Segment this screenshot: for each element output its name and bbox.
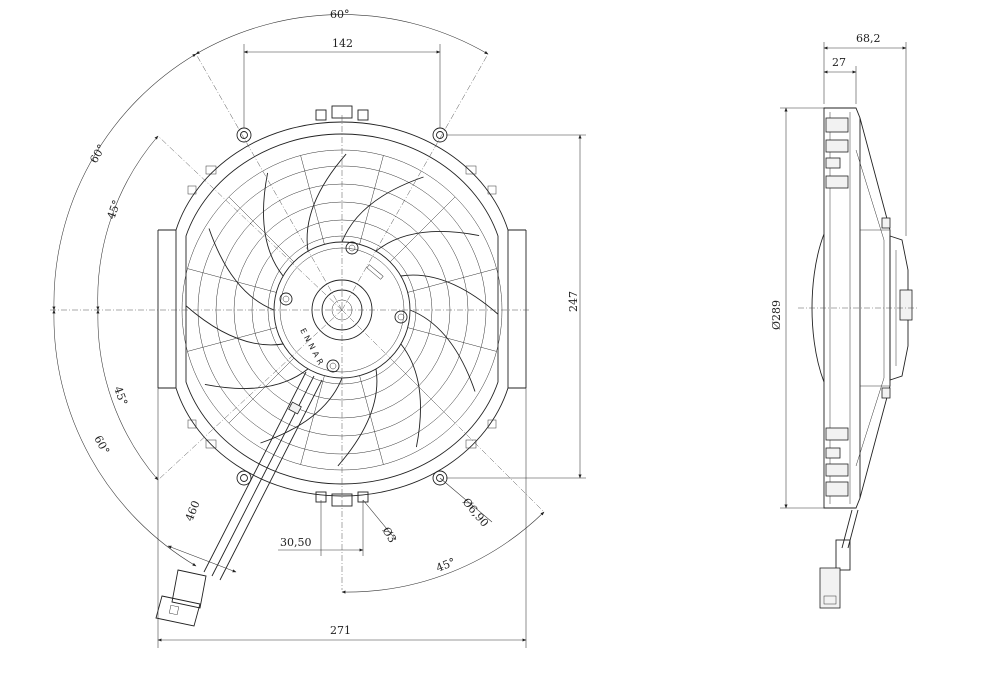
dim-angle-left-upper-45: 45° — [105, 198, 124, 221]
dim-overall-depth: 68,2 — [856, 32, 881, 45]
guard-spoke — [389, 196, 456, 263]
dim-tab-spacing: 30,50 — [280, 536, 312, 549]
fan-blade — [306, 153, 347, 252]
guard-spoke — [407, 268, 497, 293]
dim-small-hole-dia: Ø3 — [379, 525, 399, 545]
guard-spoke — [359, 155, 384, 245]
guard-spoke — [228, 357, 295, 424]
dimension-labels: 60° 142 60° 45° 45° 60° 247 460 30,50 Ø3… — [87, 8, 580, 637]
side-cable — [819, 509, 859, 609]
dim-hole-spacing-top: 142 — [332, 37, 353, 50]
fan-blades — [185, 153, 499, 467]
fan-blade — [185, 305, 284, 346]
dim-height-holes: 247 — [567, 291, 580, 312]
connector — [155, 569, 207, 627]
fan-blade — [409, 309, 476, 392]
dimension-lines — [52, 14, 586, 648]
guard-spoke — [407, 327, 497, 352]
fan-blade — [375, 231, 480, 252]
guard-spoke — [187, 268, 277, 293]
fan-blade — [400, 274, 499, 315]
dim-frame-depth: 27 — [832, 56, 846, 69]
side-dimension-lines — [780, 42, 907, 509]
dim-angle-left-lower-60: 60° — [91, 433, 112, 456]
guard-spoke — [300, 155, 325, 245]
dim-angle-bottom-right: 45° — [434, 555, 457, 574]
fan-blade — [400, 343, 421, 448]
mount-hole — [236, 127, 252, 143]
dim-angle-top: 60° — [330, 8, 350, 21]
dim-mount-hole-dia: Ø6,90 — [460, 496, 492, 530]
side-dimension-labels: 68,2 27 Ø289 — [770, 32, 881, 330]
hub-screw — [394, 310, 408, 324]
fan-blade — [263, 172, 284, 277]
power-cable — [203, 371, 323, 581]
dim-diameter: Ø289 — [770, 300, 783, 330]
hub-screw — [279, 292, 293, 306]
fan-blade — [204, 368, 309, 389]
hub-screw — [345, 241, 359, 255]
hub-screw — [326, 359, 340, 373]
side-motor — [798, 235, 918, 381]
fan-blade — [341, 176, 424, 243]
guard-spoke — [359, 375, 384, 465]
side-view: 68,2 27 Ø289 — [770, 32, 918, 609]
mount-hole — [236, 470, 252, 486]
guard-spoke — [228, 196, 295, 263]
dim-cable-length: 460 — [183, 499, 203, 523]
guard-spoke — [300, 375, 325, 465]
dim-angle-left-lower-45: 45° — [111, 385, 130, 408]
front-view: ENNAR — [50, 8, 586, 648]
dim-overall-width: 271 — [330, 624, 351, 637]
fan-blade — [208, 228, 275, 311]
fan-blade — [260, 377, 343, 444]
fan-blade — [337, 368, 378, 467]
mount-hole — [432, 127, 448, 143]
guard-spoke — [187, 327, 277, 352]
